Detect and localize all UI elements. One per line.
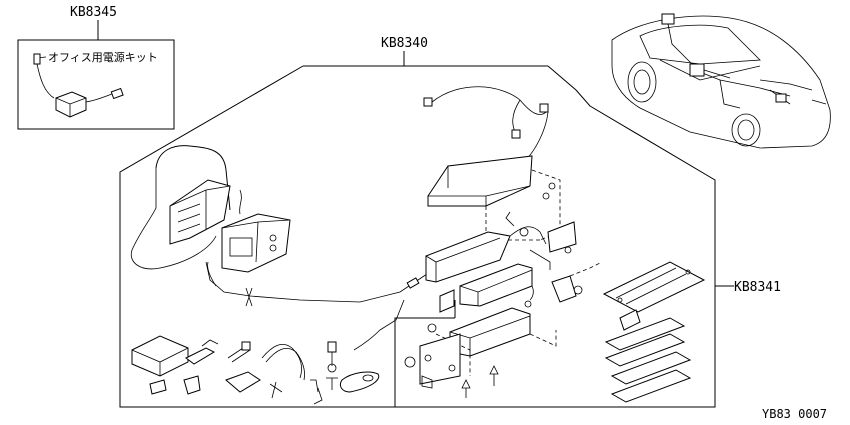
callout-kb8341: KB8341 xyxy=(726,280,781,295)
accessory-parts-drawing xyxy=(131,335,380,405)
office-kit-box xyxy=(17,39,175,130)
office-power-kit-drawing xyxy=(33,53,124,118)
tuner-box-drawing xyxy=(427,155,561,241)
callout-kb8340: KB8340 xyxy=(303,36,548,67)
car-illustration xyxy=(611,13,831,149)
callout-label-kb8341: KB8341 xyxy=(734,280,781,295)
control-module-drawing xyxy=(425,211,577,308)
display-unit-drawing xyxy=(130,145,431,351)
kb8341-parts-drawing xyxy=(602,261,706,403)
callout-kb8345: KB8345 xyxy=(70,5,117,40)
callout-label-kb8345: KB8345 xyxy=(70,5,117,20)
office-kit-label: オフィス用電源キット xyxy=(48,50,158,64)
figure-code: YB83 0007 xyxy=(762,407,827,421)
callout-label-kb8340: KB8340 xyxy=(381,36,428,51)
antenna-harness-drawing xyxy=(423,86,549,169)
kit-outline xyxy=(119,65,455,408)
mounting-bracket-drawing xyxy=(404,261,603,398)
